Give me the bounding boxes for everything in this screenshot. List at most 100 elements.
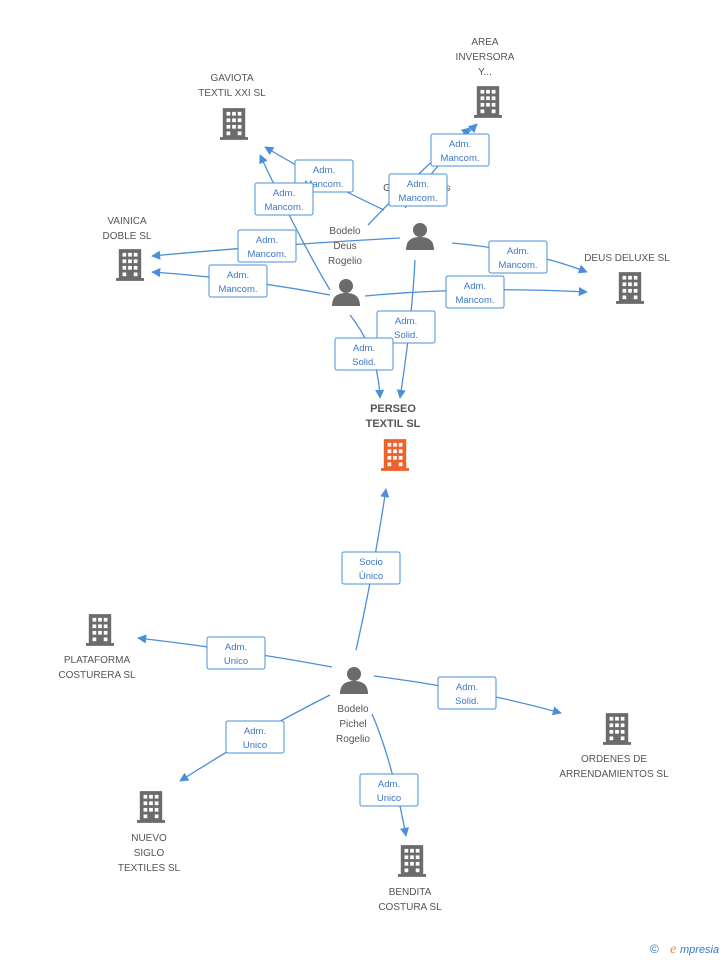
- building-icon: [220, 108, 248, 140]
- building-icon: [86, 614, 114, 646]
- relation-tag-box: [334, 337, 394, 371]
- relation-tag-p_bdr-to-gaviota[interactable]: Adm. Mancom.: [254, 182, 314, 216]
- edge-p_bdr-to-gaviota: [259, 154, 331, 291]
- node-label: Bodelo: [337, 704, 369, 715]
- relation-tag-p_bpr-to-bendita[interactable]: Adm.Unico: [359, 773, 419, 807]
- relation-tag-box: [254, 182, 314, 216]
- building-icon: [398, 845, 426, 877]
- relation-tag-text: Adm.: [256, 235, 278, 246]
- relation-tag-p_bdr-to-vainica[interactable]: Adm.Mancom.: [208, 264, 268, 298]
- relation-tag-box: [388, 173, 448, 207]
- relation-tag-text: Solid.: [394, 330, 418, 341]
- relation-tag-text: Adm.: [395, 316, 417, 327]
- relation-tag-p_g-to-vainica[interactable]: Adm. Mancom.: [237, 229, 297, 263]
- relation-tag-p_bpr-to-ordenes[interactable]: Adm. Solid.: [437, 676, 497, 710]
- relation-tag-box: [206, 636, 266, 670]
- relation-tag-text: Adm.: [449, 139, 471, 150]
- node-deus[interactable]: DEUS DELUXE SL: [584, 253, 670, 304]
- watermark-brand-initial: e: [670, 942, 676, 957]
- node-label: Bodelo: [329, 226, 361, 237]
- node-label: ORDENES DE: [581, 754, 647, 765]
- relation-tag-text: Adm.: [244, 726, 266, 737]
- relation-tag-p_bdr-to-perseo[interactable]: Adm.Solid.: [334, 337, 394, 371]
- relation-tag-text: Adm.: [273, 188, 295, 199]
- relation-tag-text: Adm.: [407, 179, 429, 190]
- node-label: TEXTIL SL: [366, 418, 421, 430]
- node-label: AREA: [471, 37, 499, 48]
- relation-tag-p_bpr-to-nuevo[interactable]: Adm. Unico: [225, 720, 285, 754]
- relation-tag-text: Adm.: [507, 246, 529, 257]
- relation-tag-text: Mancom.: [264, 202, 303, 213]
- relation-tag-box: [237, 229, 297, 263]
- node-label: Y...: [478, 67, 492, 78]
- relation-tag-box: [225, 720, 285, 754]
- building-icon: [474, 86, 502, 118]
- node-ordenes[interactable]: ORDENES DE ARRENDAMIENTOS SL: [559, 713, 669, 780]
- relation-tag-p_g-to-perseo[interactable]: Adm. Solid.: [376, 310, 436, 344]
- relation-tag-text: Adm.: [227, 270, 249, 281]
- relation-tag-text: Adm.: [313, 165, 335, 176]
- relation-tag-text: Mancom.: [247, 249, 286, 260]
- node-label: TEXTILES SL: [118, 863, 181, 874]
- node-label: COSTURERA SL: [58, 670, 136, 681]
- node-label: Pichel: [339, 719, 366, 730]
- building-icon: [381, 439, 409, 471]
- edge-p_bpr-to-bendita: [371, 713, 409, 837]
- node-label: DOBLE SL: [103, 231, 152, 242]
- node-label: COSTURA SL: [378, 902, 442, 913]
- relation-tag-text: Unico: [224, 656, 248, 667]
- relation-tag-p_g-to-area[interactable]: Adm.Mancom.: [430, 133, 490, 167]
- relation-tag-text: Adm.: [225, 642, 247, 653]
- node-label: Deus: [333, 241, 356, 252]
- node-area[interactable]: AREA INVERSORA Y...: [456, 37, 515, 118]
- relation-tag-p_bdr-to-deus[interactable]: Adm.Mancom.: [445, 275, 505, 309]
- person-icon: [332, 279, 360, 306]
- relation-tag-text: Único: [359, 571, 383, 582]
- building-icon: [116, 249, 144, 281]
- relation-tag-box: [445, 275, 505, 309]
- node-label: SIGLO: [134, 848, 165, 859]
- relation-tag-text: Unico: [377, 793, 401, 804]
- relation-tag-box: [437, 676, 497, 710]
- relation-tag-box: [341, 551, 401, 585]
- node-label: INVERSORA: [456, 52, 515, 63]
- node-label: DEUS DELUXE SL: [584, 253, 670, 264]
- building-icon: [616, 272, 644, 304]
- relation-tag-p_bpr-to-plataforma[interactable]: Adm. Unico: [206, 636, 266, 670]
- relation-tag-box: [359, 773, 419, 807]
- relation-tag-text: Mancom.: [304, 179, 343, 190]
- node-label: PERSEO: [370, 403, 416, 415]
- person-icon: [340, 667, 368, 694]
- relation-tag-p_bdr-to-area[interactable]: Adm. Mancom.: [388, 173, 448, 207]
- node-label: Rogelio: [336, 734, 370, 745]
- empresia-watermark: © e mpresia: [650, 942, 719, 957]
- relation-tag-text: Solid.: [352, 357, 376, 368]
- copyright-symbol: ©: [650, 942, 659, 956]
- building-icon: [603, 713, 631, 745]
- relation-tag-text: Socio: [359, 557, 383, 568]
- relation-tag-text: Mancom.: [398, 193, 437, 204]
- node-label: TEXTIL XXI SL: [198, 88, 266, 99]
- node-perseo[interactable]: PERSEO TEXTIL SL: [366, 403, 421, 471]
- relation-tag-box: [430, 133, 490, 167]
- relation-tag-p_g-to-deus[interactable]: Adm.Mancom.: [488, 240, 548, 274]
- watermark-brand-name: mpresia: [680, 944, 719, 956]
- relation-tag-text: Adm.: [456, 682, 478, 693]
- node-label: ARRENDAMIENTOS SL: [559, 769, 669, 780]
- relation-tag-text: Solid.: [455, 696, 479, 707]
- relation-tag-text: Adm.: [464, 281, 486, 292]
- node-label: s: [446, 183, 451, 194]
- relation-tag-text: Unico: [243, 740, 267, 751]
- person-icon: [406, 223, 434, 250]
